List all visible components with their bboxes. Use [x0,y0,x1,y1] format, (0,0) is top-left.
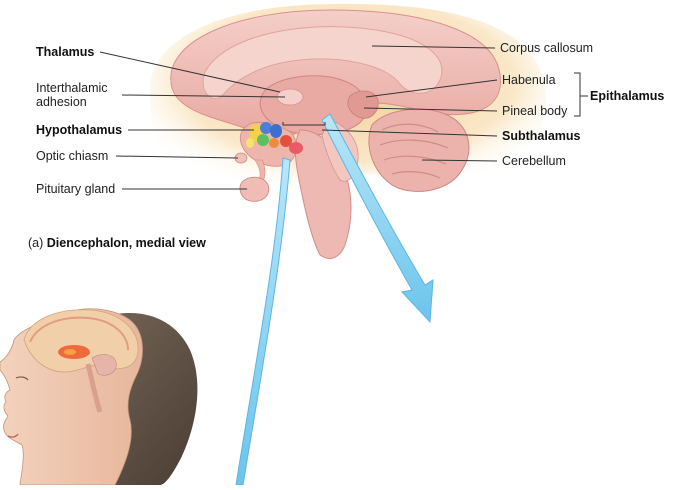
brain-medial-section [170,9,501,259]
label-pituitary-gland: Pituitary gland [36,182,116,196]
label-cerebellum: Cerebellum [502,154,566,168]
caption-diencephalon: Diencephalon [46,236,129,250]
label-pineal-body: Pineal body [502,104,568,118]
label-epithalamus: Epithalamus [590,89,665,103]
blue-arrows [235,113,434,486]
figure-caption: (a) Diencephalon, medial view [28,236,206,250]
label-corpus-callosum: Corpus callosum [500,41,594,55]
label-subthalamus: Subthalamus [502,129,581,143]
label-interthalamic-line1: Interthalamic [36,81,108,95]
label-thalamus: Thalamus [36,45,95,59]
label-interthalamic-line2: adhesion [36,95,87,109]
hypothalamic-nuclei [246,122,303,154]
caption-prefix: (a) [28,236,47,250]
head-profile-thumbnail [0,308,198,486]
label-hypothalamus: Hypothalamus [36,123,123,137]
caption-medial-view: , medial view [128,236,206,250]
label-optic-chiasm: Optic chiasm [36,149,109,163]
leader-lines [99,45,588,190]
cerebellum-shape [368,108,470,192]
label-habenula: Habenula [502,73,556,87]
